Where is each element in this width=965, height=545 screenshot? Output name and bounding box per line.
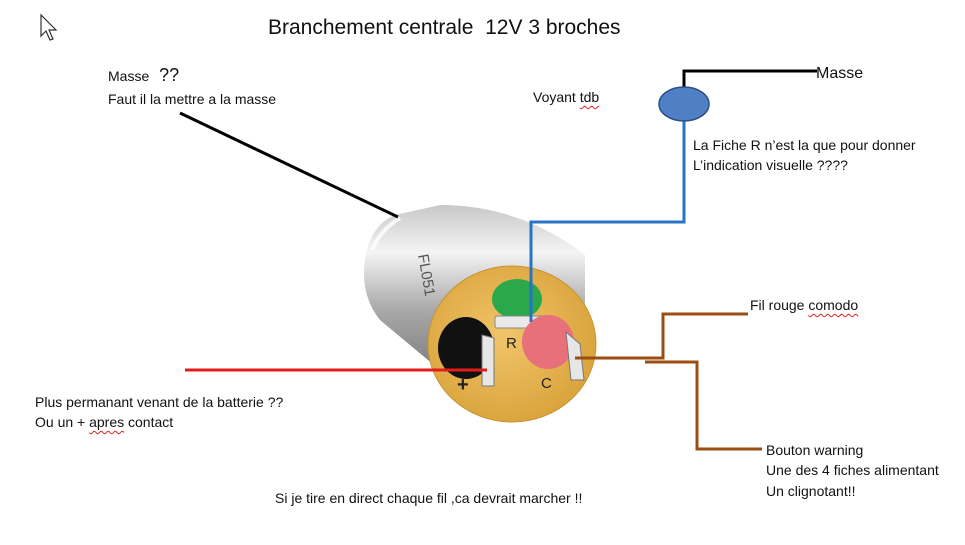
- pin-plus-label: +: [457, 374, 469, 396]
- pin-r-socket: [492, 279, 542, 319]
- plus-note-line2: Ou un + apres contact: [35, 413, 173, 432]
- flasher-relay: FL051 R C +: [364, 205, 597, 423]
- plus-line2-suffix: contact: [124, 414, 174, 430]
- bouton-warning-line1: Bouton warning: [766, 442, 864, 458]
- dashboard-lamp-icon: [658, 86, 710, 122]
- fil-rouge-label: Fil rouge comodo: [750, 296, 858, 315]
- masse-word: Masse: [108, 68, 150, 84]
- voyant-tdb: tdb: [579, 89, 600, 105]
- plus-line2-prefix: Ou un +: [35, 414, 90, 430]
- voyant-word: Voyant: [533, 89, 576, 105]
- wire-c-to-warning: [645, 360, 762, 451]
- fil-rouge-comodo: comodo: [808, 297, 859, 313]
- masse-label-left: Masse ??: [108, 66, 179, 86]
- bottom-note: Si je tire en direct chaque fil ,ca devr…: [275, 490, 583, 506]
- ground-wire-question: [179, 111, 399, 219]
- diagram-title: Branchement centrale 12V 3 broches: [268, 16, 621, 39]
- voyant-label: Voyant tdb: [533, 88, 599, 107]
- masse-label-right: Masse: [816, 65, 864, 82]
- fiche-r-note-line2: L’indication visuelle ????: [693, 157, 848, 173]
- pin-r-label: R: [506, 335, 517, 352]
- bouton-warning-line3: Un clignotant!!: [766, 483, 856, 499]
- plus-line2-apres: apres: [89, 414, 125, 430]
- fiche-r-note-line1: La Fiche R n’est la que pour donner: [693, 137, 916, 153]
- plus-note-line1: Plus permanant venant de la batterie ??: [35, 394, 284, 410]
- fil-rouge-word: Fil rouge: [750, 297, 805, 313]
- bouton-warning-line2: Une des 4 fiches alimentant: [766, 462, 939, 478]
- masse-question: Faut il la mettre a la masse: [108, 91, 277, 107]
- wire-r-to-lamp: [529, 116, 686, 322]
- masse-question-marks: ??: [159, 65, 180, 85]
- pin-plus-socket: [438, 317, 494, 379]
- pin-c-socket: [522, 315, 574, 369]
- pin-c-tab: [565, 330, 585, 381]
- pin-c-label: C: [541, 375, 552, 392]
- mouse-pointer-icon: [40, 13, 58, 41]
- pin-plus-tab: [481, 334, 495, 387]
- wire-c-to-comodo: [575, 312, 748, 360]
